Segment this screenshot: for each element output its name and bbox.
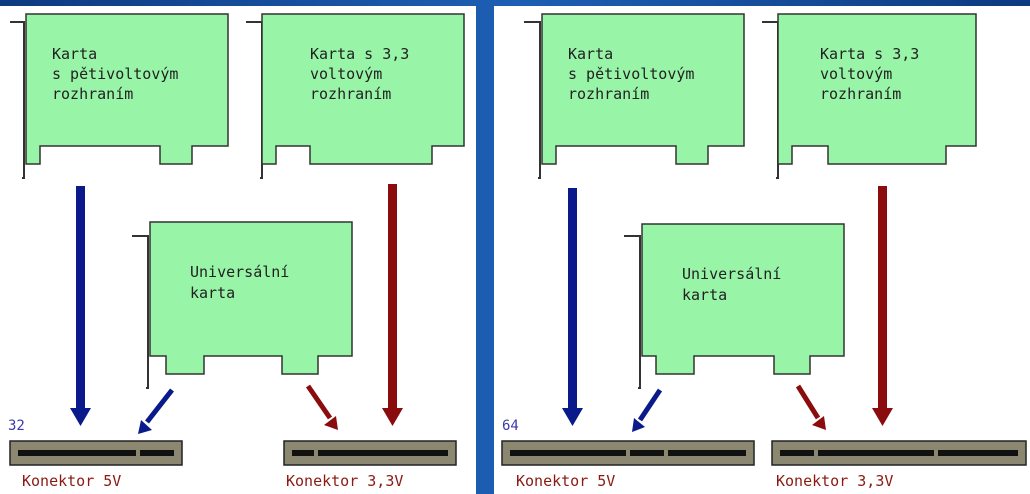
arrow-universal-to-5v bbox=[138, 388, 174, 434]
card-universal-bracket bbox=[132, 235, 149, 389]
bus-width-label: 64 bbox=[502, 418, 519, 434]
bus-width-label: 32 bbox=[8, 418, 25, 434]
card-33v-bracket bbox=[762, 21, 779, 179]
connector-5v-slot bbox=[9, 440, 183, 466]
card-universal-line-2: karta bbox=[190, 284, 236, 302]
card-5v-line-3: rozhraním bbox=[568, 85, 650, 103]
card-33v-line-1: Karta s 3,3 bbox=[310, 45, 410, 63]
card-33v-line-2: voltovým bbox=[310, 65, 383, 83]
connector-33v-slot bbox=[283, 440, 457, 466]
connector-5v-label: Konektor 5V bbox=[22, 472, 122, 490]
card-33v-board bbox=[777, 13, 977, 165]
connector-33v-label: Konektor 3,3V bbox=[776, 472, 894, 490]
card-5v-line-3: rozhraním bbox=[52, 85, 134, 103]
card-universal-board bbox=[641, 223, 845, 375]
card-universal-line-2: karta bbox=[682, 286, 728, 304]
arrow-universal-to-33v bbox=[305, 384, 338, 430]
card-universal-line-1: Universální bbox=[682, 265, 782, 283]
card-5v-bracket bbox=[10, 21, 25, 179]
card-universal-bracket bbox=[624, 235, 641, 389]
card-33v-line-3: rozhraním bbox=[310, 85, 392, 103]
panel-64bit-drawing bbox=[501, 13, 1027, 466]
connector-5v-label: Konektor 5V bbox=[516, 472, 616, 490]
card-5v-line-2: s pětivoltovým bbox=[568, 65, 695, 83]
card-5v-line-1: Karta bbox=[568, 45, 614, 63]
panel-32bit-drawing bbox=[9, 13, 465, 466]
connector-5v-slot bbox=[501, 440, 755, 466]
card-universal-line-1: Universální bbox=[190, 263, 290, 281]
arrow-33v-down bbox=[872, 186, 893, 426]
arrow-5v-down bbox=[562, 188, 583, 426]
panel-32bit: Karta s pětivoltovým rozhraním Karta s 3… bbox=[0, 6, 476, 494]
card-universal bbox=[624, 223, 845, 389]
card-33v-line-3: rozhraním bbox=[820, 85, 902, 103]
card-5v-bracket bbox=[524, 21, 541, 179]
arrow-universal-to-33v bbox=[795, 384, 826, 430]
card-33v-board bbox=[261, 13, 465, 165]
arrow-5v-down bbox=[70, 186, 91, 426]
card-universal bbox=[132, 221, 353, 389]
card-33v-line-2: voltovým bbox=[820, 65, 893, 83]
connector-33v-slot bbox=[771, 440, 1027, 466]
card-33v-line-1: Karta s 3,3 bbox=[820, 45, 920, 63]
arrow-33v-down bbox=[382, 184, 403, 426]
card-5v-line-1: Karta bbox=[52, 45, 98, 63]
card-33v bbox=[762, 13, 977, 179]
card-5v bbox=[10, 13, 229, 179]
arrow-universal-to-5v bbox=[632, 388, 663, 432]
panel-64bit: Karta s pětivoltovým rozhraním Karta s 3… bbox=[494, 6, 1030, 494]
card-5v-board bbox=[541, 13, 745, 165]
card-universal-board bbox=[149, 221, 353, 375]
card-33v-bracket bbox=[246, 21, 263, 179]
card-5v-board bbox=[25, 13, 229, 165]
connector-33v-label: Konektor 3,3V bbox=[286, 472, 404, 490]
card-5v-line-2: s pětivoltovým bbox=[52, 65, 179, 83]
card-5v bbox=[524, 13, 745, 179]
card-33v bbox=[246, 13, 465, 179]
